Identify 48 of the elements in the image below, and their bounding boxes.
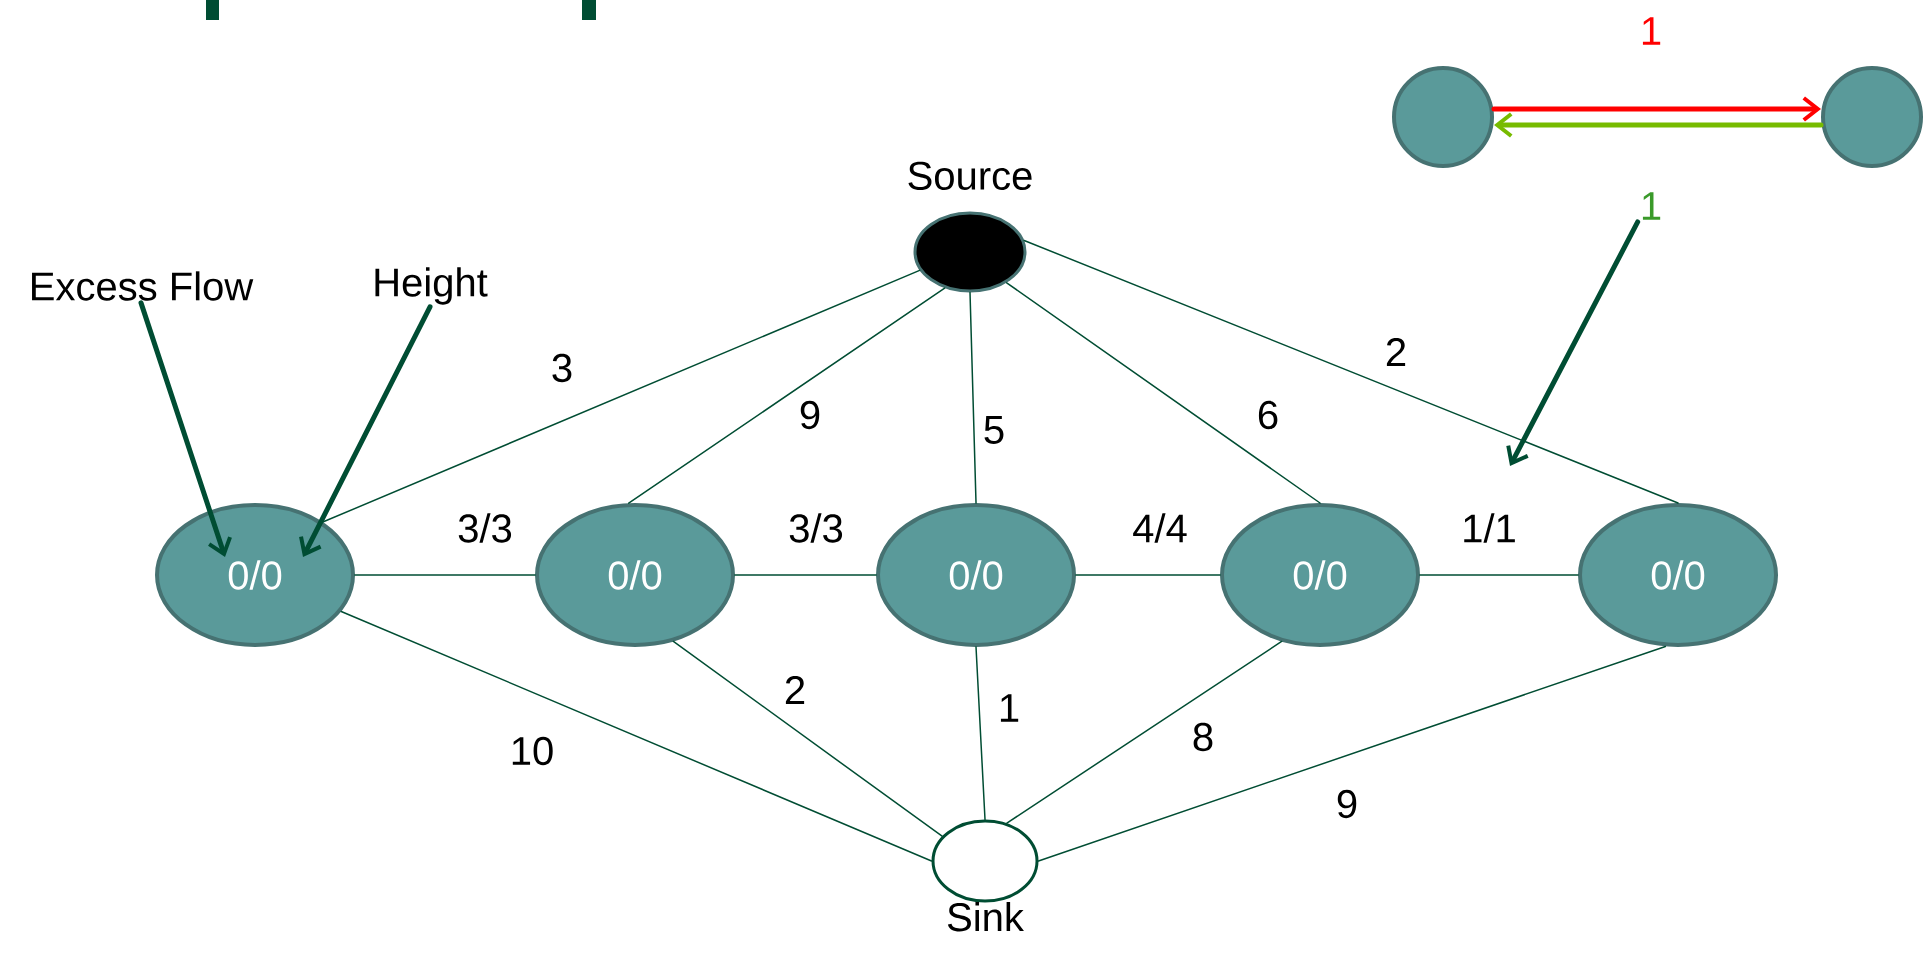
- text-label: 1: [1642, 192, 1661, 220]
- edge-label: 8: [1193, 722, 1213, 752]
- connector-line: [1419, 574, 1579, 576]
- connector-line: [969, 291, 977, 504]
- connector-line: [1006, 640, 1283, 824]
- edge-label: 5: [984, 416, 1004, 444]
- ellipse-node: 0/0: [535, 503, 735, 647]
- ellipse-node: 0/0: [876, 503, 1076, 647]
- circle-node: [1821, 66, 1923, 168]
- connector-line: [322, 269, 921, 523]
- circle-node: [1392, 66, 1494, 168]
- ellipse-node: 0/0: [1220, 503, 1420, 647]
- edge-label: 1: [1642, 17, 1661, 45]
- leader-arrow: [299, 304, 433, 557]
- connector-line: [340, 610, 933, 862]
- source-node: Source: [908, 161, 1032, 293]
- node-label: Sink: [947, 902, 1024, 932]
- connector-line: [1023, 239, 1679, 504]
- leader-arrow: [138, 300, 232, 557]
- connector-line: [628, 287, 946, 504]
- leader-arrow: [1506, 219, 1641, 466]
- connector-line: [1037, 645, 1667, 862]
- connector-line: [354, 574, 536, 576]
- arrow: [1491, 96, 1821, 122]
- edge-label: 3: [552, 353, 572, 383]
- sink-node: Sink: [931, 819, 1039, 932]
- text-label: Excess Flow: [32, 271, 254, 301]
- text-label: Height: [375, 267, 488, 305]
- edge-label: 3/3: [458, 513, 512, 543]
- edge-label: 9: [800, 400, 820, 430]
- connector-line: [672, 640, 943, 837]
- edge-label: 3/3: [789, 513, 843, 543]
- ellipse-node: 0/0: [1578, 503, 1778, 647]
- edge-label: 1: [1000, 694, 1019, 722]
- edge-label: 1/1: [1464, 513, 1515, 543]
- edge-label: 2: [1386, 338, 1406, 366]
- edge-label: 10: [512, 736, 553, 766]
- edge-label: 9: [1337, 789, 1357, 819]
- edge-label: 4/4: [1133, 513, 1187, 543]
- edge-label: 6: [1258, 400, 1278, 430]
- node-label: Source: [908, 161, 1032, 190]
- edge-label: 2: [785, 676, 805, 704]
- connector-line: [1075, 574, 1221, 576]
- connector-line: [734, 574, 877, 576]
- connector-line: [1005, 282, 1321, 504]
- arrow: [1494, 112, 1824, 138]
- ellipse-node: 0/0: [155, 503, 355, 647]
- connector-line: [975, 646, 986, 821]
